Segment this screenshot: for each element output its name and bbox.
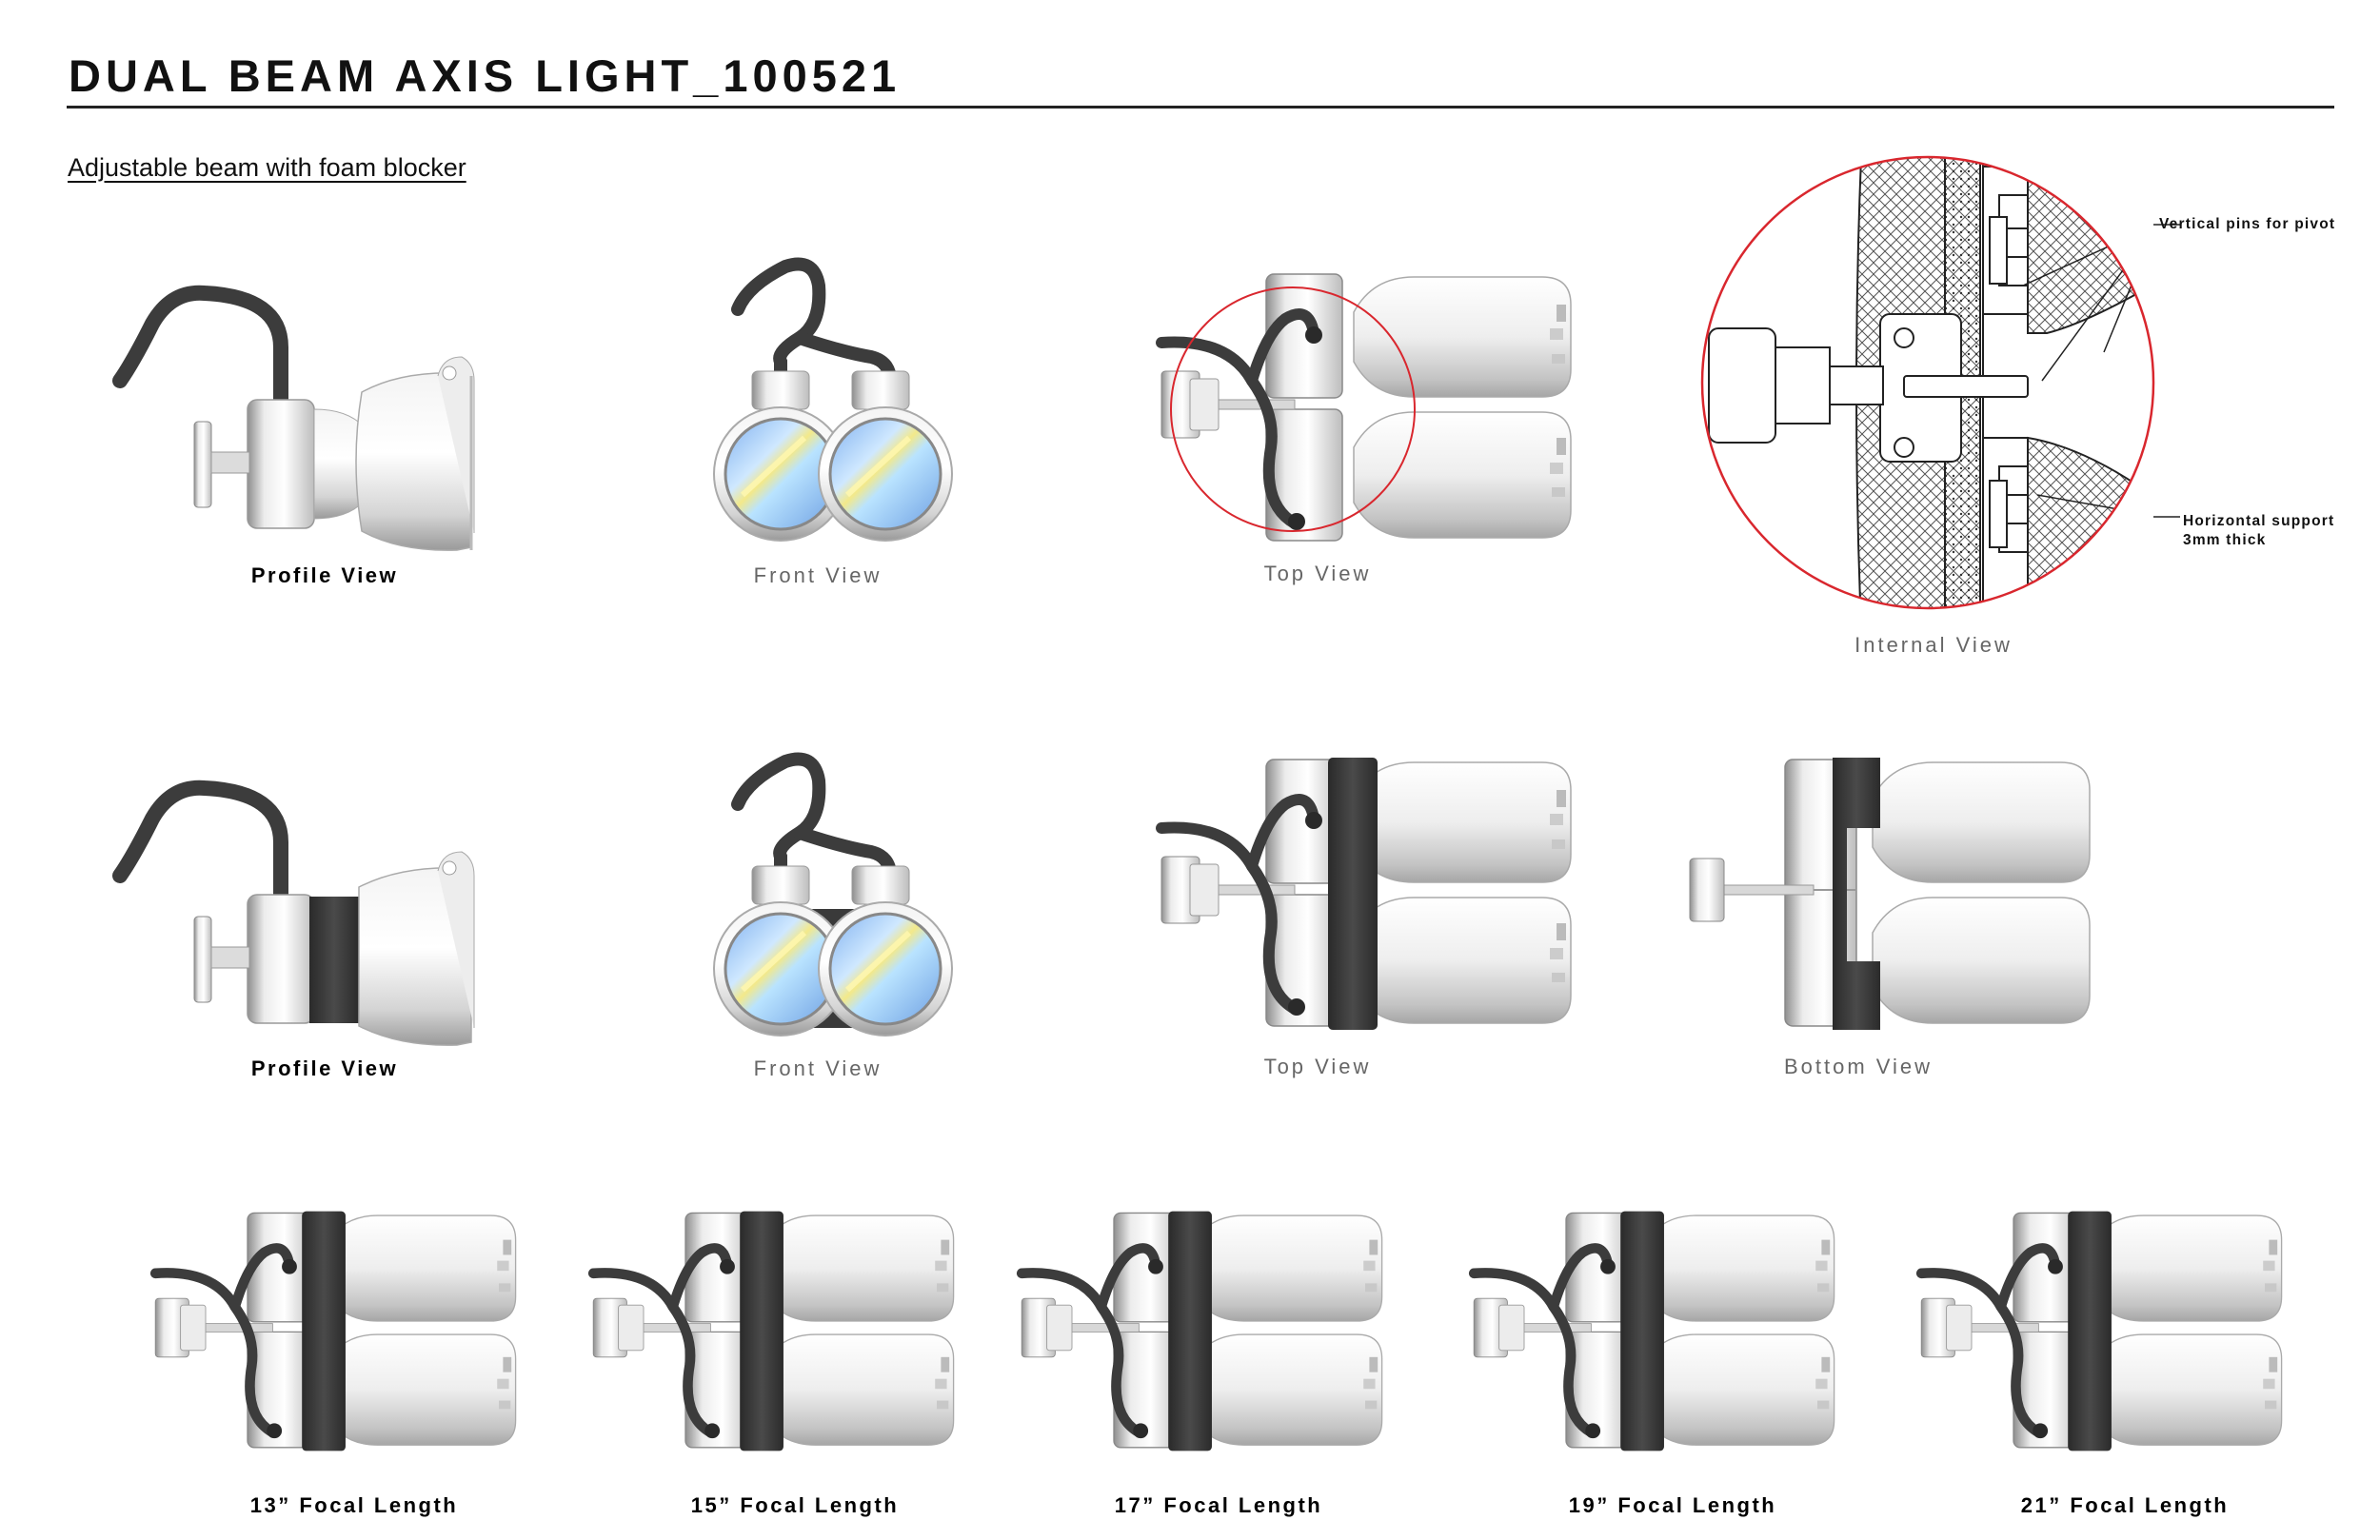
caption-profile-view-1: Profile View [250,563,399,587]
bottom-view-lamp [1689,758,2091,1030]
internal-view-detail [1700,155,2180,610]
title-divider [67,106,2334,109]
caption-focal-19: 19” Focal Length [1568,1493,1777,1517]
caption-front-view-2: Front View [753,1056,883,1080]
caption-focal-15: 15” Focal Length [690,1493,900,1517]
caption-profile-view-2: Profile View [250,1056,399,1080]
caption-top-view-2: Top View [1263,1055,1372,1078]
profile-view-lamp [112,285,475,551]
page-title: DUAL BEAM AXIS LIGHT_100521 [69,50,902,101]
caption-bottom-view: Bottom View [1783,1055,1934,1078]
caption-front-view-1: Front View [753,563,883,587]
top-view-lamp-foam [1161,758,1571,1030]
front-view-lamp [713,257,953,542]
annotation-pins: Vertical pins for pivot [2159,216,2336,232]
profile-view-lamp-foam [112,780,475,1046]
caption-focal-21: 21” Focal Length [2020,1493,2230,1517]
focal-13-lamp [155,1212,515,1451]
caption-focal-13: 13” Focal Length [249,1493,459,1517]
section-subtitle: Adjustable beam with foam blocker [68,153,466,182]
caption-top-view-1: Top View [1263,562,1372,585]
focal-17-lamp [1021,1212,1381,1451]
top-view-lamp [1161,274,1571,541]
front-view-lamp-foam [713,752,953,1037]
focal-15-lamp [593,1212,953,1451]
caption-internal-view: Internal View [1854,633,2013,657]
caption-focal-17: 17” Focal Length [1114,1493,1323,1517]
focal-21-lamp [1921,1212,2281,1451]
focal-19-lamp [1474,1212,1834,1451]
annotation-support-2: 3mm thick [2183,532,2267,548]
annotation-support-1: Horizontal support [2183,513,2335,529]
